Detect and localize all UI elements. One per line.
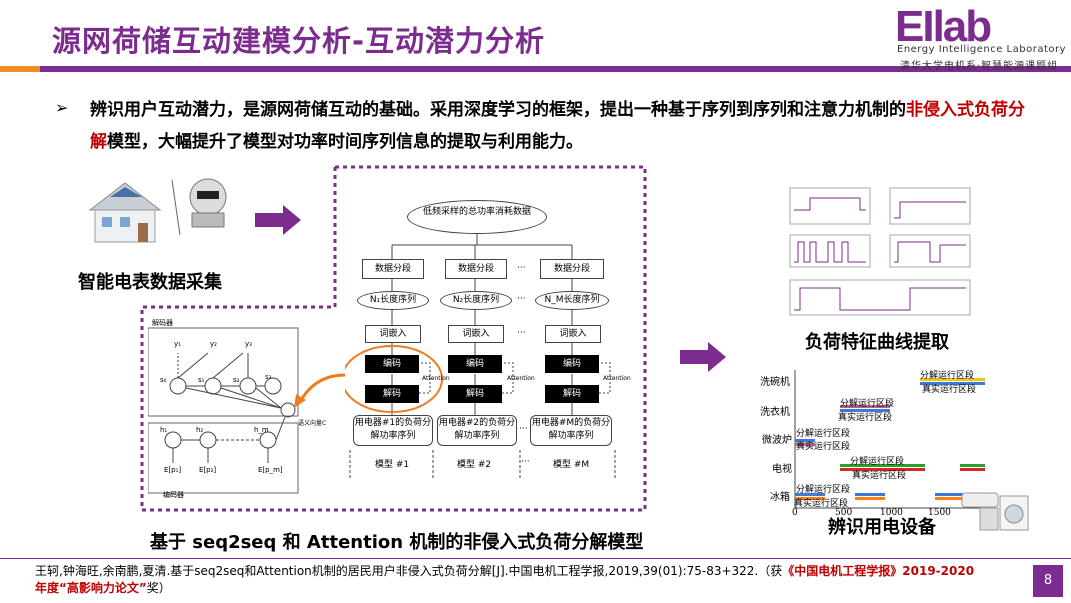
seg-decomp-4: 分解运行区段 [850,457,905,467]
ellipsis-5: ··· [521,457,530,467]
bullet-text: 辨识用户互动潜力，是源网荷储互动的基础。采用深度学习的框架，提出一种基于序列到序… [90,94,1040,158]
ellipsis-1: ··· [517,263,526,273]
s-label-3: s₃ [265,373,272,381]
embed-box-2: 词嵌入 [448,325,504,343]
logo-subtitle-en: Energy Intelligence Laboratory [897,44,1067,55]
encoder-box-m: 编码 [545,355,599,373]
decoder-label: 解码器 [152,319,173,327]
x-tick-500: 500 [835,508,853,518]
appliances-image [960,488,1030,537]
x-tick-0: 0 [792,508,798,518]
output-box-m: 用电器#M的负荷分解功率序列 [530,415,612,446]
eilab-logo: EIlab [895,2,992,51]
page-title: 源网荷储互动建模分析-互动潜力分析 [52,24,546,58]
title-divider [0,66,1071,72]
length-seq-2: N₂长度序列 [440,291,512,310]
ellipsis-2: ··· [517,294,526,304]
y-label-2: y₂ [210,340,217,348]
s-label-0: s₀ [160,376,167,384]
h-label-1: h₁ [160,426,168,434]
page-number: 8 [1033,565,1063,597]
x-label-2: E[p₂] [199,466,217,474]
decoder-box-2: 解码 [448,385,502,403]
model-flow-diagram: 低频采样的总功率消耗数据 数据分段 数据分段 ··· 数据分段 N₁长度序列 N… [345,195,635,495]
model-dashed-border [140,165,647,512]
output-box-1: 用电器#1的负荷分解功率序列 [353,415,433,446]
h-label-m: h_m [254,426,269,434]
house-meter-illustration [80,175,240,245]
encoder-label: 编码器 [163,491,184,499]
footer-divider [0,558,1071,559]
device-tv: 电视 [772,464,792,475]
x-label-1: E[p₁] [164,466,182,474]
bullet-marker: ➢ [55,98,69,117]
seg-real-4: 真实运行区段 [852,471,907,481]
footer-text-part2: 奖） [146,581,171,595]
device-dishwasher: 洗碗机 [760,377,790,388]
arrow-right-icon [255,205,301,239]
device-microwave: 微波炉 [762,435,792,446]
attention-label-m: Attention [603,375,631,382]
seg-decomp-1: 分解运行区段 [920,371,975,381]
bullet-text-part1: 辨识用户互动潜力，是源网荷储互动的基础。采用深度学习的框架，提出一种基于序列到序… [90,100,906,120]
footer-citation: 王轲,钟海旺,余南鹏,夏清.基于seq2seq和Attention机制的居民用户… [35,563,985,597]
bullet-text-part2: 模型，大幅提升了模型对功率时间序列信息的提取与利用能力。 [107,132,583,152]
decoder-box-1: 解码 [365,385,419,403]
ellipsis-3: ··· [517,328,526,338]
orange-callout-arrow [290,370,350,414]
arrow-right-icon-2 [680,342,726,376]
model-label-m: 模型 #M [553,460,590,470]
x-tick-1000: 1000 [880,508,903,518]
title-divider-accent [0,66,40,72]
load-curve-thumbnails [780,180,980,320]
seg-decomp-2: 分解运行区段 [840,399,895,409]
bullet-highlight: 非侵入式负荷分解 [90,100,1025,152]
seg-decomp-5: 分解运行区段 [796,485,851,495]
x-tick-1500: 1500 [928,508,951,518]
segment-box-m: 数据分段 [540,259,604,279]
length-seq-1: N₁长度序列 [357,291,429,310]
attention-label-2: Attention [507,375,535,382]
segment-box-1: 数据分段 [362,259,424,279]
output-box-2: 用电器#2的负荷分解功率序列 [437,415,517,446]
y-label-1: y₁ [174,340,181,348]
device-caption: 辨识用电设备 [828,517,936,538]
s-label-1: s₁ [198,376,205,384]
node-total-power: 低频采样的总功率消耗数据 [407,200,547,234]
attention-label-1: Attention [422,375,450,382]
context-vector-label: 语义向量C [298,420,327,427]
h-label-2: h₂ [196,426,204,434]
seg-real-2: 真实运行区段 [838,413,893,423]
load-curve-caption: 负荷特征曲线提取 [805,332,949,353]
x-label-m: E[p_m] [258,466,283,474]
logo-subtitle-cn: 清华大学电机系·智慧能源课题组 [900,61,1059,72]
ellipsis-4: ··· [519,424,528,434]
model-label-1: 模型 #1 [375,460,410,470]
seg-real-3: 真实运行区段 [796,442,851,452]
decoder-box-m: 解码 [545,385,599,403]
segment-box-2: 数据分段 [445,259,507,279]
footer-text-part1: 王轲,钟海旺,余南鹏,夏清.基于seq2seq和Attention机制的居民用户… [35,564,783,578]
seq2seq-detail-diagram: 解码器 编码器 语义向量C y₁ y₂ y₃ s₀ s₁ s₂ s₃ h₁ h₂… [148,318,326,503]
seg-real-1: 真实运行区段 [922,385,977,395]
footer-highlight: 《中国电机工程学报》2019-2020年度“高影响力论文” [35,564,975,595]
device-washer: 洗衣机 [760,407,790,418]
y-label-3: y₃ [245,340,252,348]
encoder-box-1: 编码 [365,355,419,373]
model-caption: 基于 seq2seq 和 Attention 机制的非侵入式负荷分解模型 [150,532,644,553]
seg-real-5: 真实运行区段 [794,499,849,509]
length-seq-m: N_M长度序列 [535,291,609,310]
seg-decomp-3: 分解运行区段 [796,429,851,439]
device-fridge: 冰箱 [770,492,790,503]
encoder-box-2: 编码 [448,355,502,373]
device-identification-chart: 洗碗机 洗衣机 微波炉 电视 冰箱 分解运行区段 真实运行区段 分解运行区段 真… [760,368,990,518]
s-label-2: s₂ [233,376,240,384]
embed-box-1: 词嵌入 [365,325,421,343]
smart-meter-caption: 智能电表数据采集 [78,272,222,293]
embed-box-m: 词嵌入 [545,325,601,343]
model-label-2: 模型 #2 [457,460,492,470]
